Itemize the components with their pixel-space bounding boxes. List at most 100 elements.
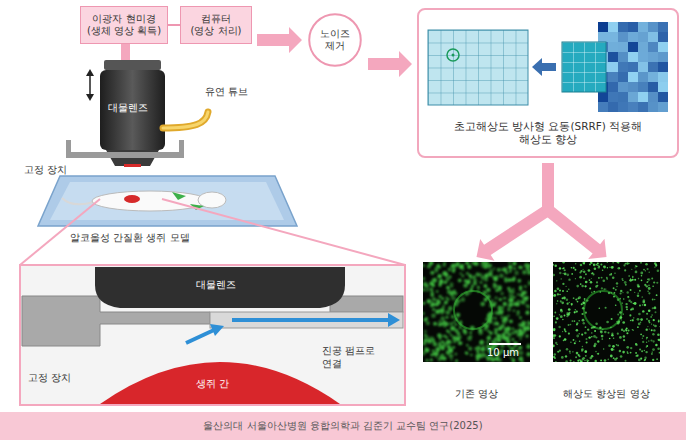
fluorescence-dot (505, 271, 508, 274)
fluorescence-dot (585, 338, 587, 340)
fluorescence-dot (465, 262, 469, 265)
fluorescence-dot (637, 295, 640, 298)
fluorescence-dot (590, 262, 592, 264)
mosaic-pixel (648, 52, 658, 62)
highlight-circle (447, 49, 459, 61)
fluorescence-dot (554, 265, 557, 268)
mosaic-pixel (608, 22, 618, 32)
mosaic-pixel (608, 42, 618, 52)
fluorescence-dot (617, 314, 619, 316)
mosaic-pixel (628, 32, 638, 42)
fluorescence-dot (581, 351, 582, 352)
fluorescence-dot (636, 265, 638, 267)
fluorescence-dot (562, 319, 563, 320)
fluorescence-dot (560, 300, 562, 302)
suction-arrow (186, 330, 214, 343)
fluorescence-dot (620, 355, 623, 358)
fluorescence-dot (445, 277, 450, 282)
fluorescence-dot (508, 289, 512, 293)
fluorescence-dot (582, 302, 585, 305)
fluorescence-dot (445, 310, 450, 315)
fluorescence-dot (509, 319, 513, 323)
fluorescence-dot (611, 348, 614, 351)
fluorescence-dot (439, 337, 441, 339)
fluorescence-dot (489, 303, 494, 308)
fluorescence-dot (659, 339, 660, 342)
fluorescence-dot (617, 262, 619, 264)
fluorescence-dot (652, 351, 653, 352)
fluorescence-dot (629, 279, 632, 282)
fluorescence-dot (656, 264, 658, 266)
fluorescence-dot (467, 264, 471, 268)
fluorescence-dot (633, 317, 635, 319)
fluorescence-dot (502, 319, 505, 322)
fluorescence-dot (582, 357, 585, 360)
fluorescence-dot (611, 266, 614, 269)
fluorescence-dot (494, 328, 499, 333)
fluorescence-dot (498, 285, 502, 289)
fluorescence-dot (640, 272, 643, 275)
mosaic-pixel (658, 72, 668, 82)
fluorescence-dot (443, 325, 446, 328)
fluorescence-dot (593, 345, 595, 347)
inset-frame (20, 265, 405, 405)
fluorescence-dot (500, 324, 504, 328)
fluorescence-dot (640, 358, 642, 360)
fluorescence-dot (566, 348, 569, 351)
fluorescence-dot (634, 279, 636, 281)
fluorescence-dot (587, 361, 589, 362)
fluorescence-dot (620, 316, 623, 319)
fluorescence-dot (482, 291, 486, 295)
fluorescence-dot (642, 341, 644, 343)
fluorescence-dot (579, 276, 582, 279)
fluorescence-dot (595, 351, 597, 353)
fluorescence-dot (494, 332, 497, 335)
fluorescence-dot (625, 330, 627, 332)
fluorescence-dot (635, 343, 637, 345)
fluorescence-dot (630, 347, 632, 349)
fluorescence-dot (519, 338, 522, 341)
flow-arrow (368, 51, 412, 77)
fluorescence-dot (647, 279, 648, 280)
fluorescence-dot (575, 309, 577, 311)
fluorescence-dot (646, 337, 648, 339)
process-box: 이광자 현미경 (생체 영상 획득) (80, 6, 168, 44)
fluorescence-dot (626, 262, 628, 264)
fluorescence-dot (426, 321, 430, 325)
mosaic-pixel (618, 22, 628, 32)
fluorescence-dot (600, 264, 602, 266)
fluorescence-dot (527, 271, 530, 275)
node-text: 해상도 향상된 영상 (553, 388, 660, 401)
fluorescence-dot (501, 333, 505, 337)
fluorescence-dot (601, 335, 604, 338)
fluorescence-dot (591, 262, 593, 264)
fluorescence-dot (585, 355, 587, 357)
mosaic-pixel (628, 102, 638, 112)
fluorescence-dot (575, 341, 576, 342)
fluorescence-dot (655, 311, 657, 313)
arrow-head (86, 69, 94, 76)
vessel-ring (454, 291, 492, 329)
mosaic-pixel (648, 22, 658, 32)
fluorescence-dot (561, 278, 562, 279)
fluorescence-dot (593, 264, 596, 267)
fluorescence-dot (653, 281, 655, 283)
fluorescence-dot (652, 299, 654, 301)
fluorescence-dot (458, 278, 462, 282)
fluorescence-dot (478, 328, 482, 332)
fluorescence-dot (575, 263, 576, 264)
fluorescence-dot (524, 263, 529, 268)
fluorescence-dot (622, 292, 623, 293)
fluorescence-dot (566, 273, 569, 276)
fluorescence-dot (476, 273, 480, 277)
fluorescence-dot (598, 307, 600, 309)
fluorescence-dot (521, 300, 526, 305)
fluorescence-dot (623, 264, 625, 266)
fluorescence-dot (571, 303, 573, 305)
fluorescence-dot (430, 358, 433, 361)
fluorescence-dot (651, 314, 653, 316)
fluorescence-dot (451, 296, 456, 301)
fluorescence-dot (439, 320, 441, 322)
flow-arrow (257, 27, 302, 53)
